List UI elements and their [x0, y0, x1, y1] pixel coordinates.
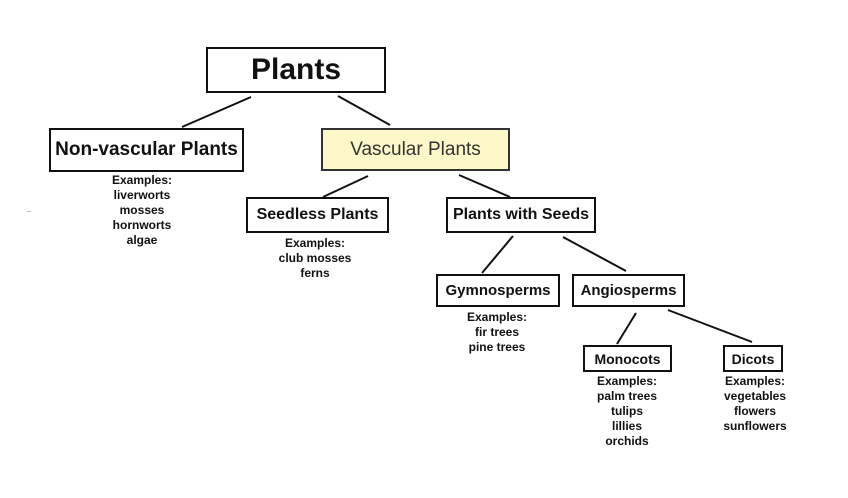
edge-vascular-seeds: [458, 174, 511, 198]
example-item: hornworts: [112, 218, 172, 232]
examples-dicots: Examples: vegetables flowers sunflowers: [705, 374, 805, 434]
example-item: sunflowers: [723, 419, 787, 433]
edge-seeds-gymnosperms: [481, 235, 514, 274]
example-item: lillies: [611, 419, 643, 433]
node-gymnosperms: Gymnosperms: [436, 274, 560, 307]
edge-angiosperms-monocots: [616, 312, 637, 345]
example-item: algae: [126, 233, 158, 247]
node-dicots-label: Dicots: [731, 350, 775, 367]
edge-root-vascular: [337, 95, 391, 126]
examples-gymnosperms: Examples: fir trees pine trees: [447, 310, 547, 355]
example-item: pine trees: [468, 340, 526, 354]
example-item: fir trees: [474, 325, 520, 339]
examples-title: Examples:: [284, 236, 346, 250]
node-dicots: Dicots: [723, 345, 783, 372]
edge-vascular-seedless: [322, 175, 369, 198]
node-plants-with-seeds: Plants with Seeds: [446, 197, 596, 233]
example-item: ferns: [300, 266, 330, 280]
example-item: orchids: [605, 434, 649, 448]
example-item: tulips: [611, 404, 643, 418]
node-vascular-plants-label: Vascular Plants: [350, 138, 481, 160]
node-seedless-plants: Seedless Plants: [246, 197, 389, 233]
node-vascular-plants: Vascular Plants: [321, 128, 510, 171]
examples-monocots: Examples: palm trees tulips lillies orch…: [577, 374, 677, 449]
edge-root-nonvascular: [181, 96, 252, 128]
examples-title: Examples:: [111, 173, 173, 187]
examples-title: Examples:: [596, 374, 658, 388]
stray-mark: [27, 211, 31, 212]
node-angiosperms: Angiosperms: [572, 274, 685, 307]
examples-title: Examples:: [724, 374, 786, 388]
node-seedless-plants-label: Seedless Plants: [256, 206, 379, 223]
examples-title: Examples:: [466, 310, 528, 324]
example-item: liverworts: [113, 188, 171, 202]
node-non-vascular-plants: Non-vascular Plants: [49, 128, 244, 172]
example-item: mosses: [119, 203, 165, 217]
node-plants-label: Plants: [250, 53, 342, 86]
edge-seeds-angiosperms: [562, 236, 627, 272]
example-item: vegetables: [723, 389, 787, 403]
node-monocots-label: Monocots: [594, 350, 661, 367]
examples-non-vascular: Examples: liverworts mosses hornworts al…: [92, 173, 192, 248]
examples-seedless: Examples: club mosses ferns: [265, 236, 365, 281]
example-item: flowers: [733, 404, 776, 418]
node-plants: Plants: [206, 47, 386, 93]
node-monocots: Monocots: [583, 345, 672, 372]
example-item: palm trees: [596, 389, 658, 403]
node-plants-with-seeds-label: Plants with Seeds: [452, 206, 590, 223]
node-gymnosperms-label: Gymnosperms: [445, 282, 551, 299]
example-item: club mosses: [278, 251, 352, 265]
node-non-vascular-plants-label: Non-vascular Plants: [55, 139, 238, 160]
node-angiosperms-label: Angiosperms: [580, 282, 677, 299]
edge-angiosperms-dicots: [667, 309, 753, 343]
